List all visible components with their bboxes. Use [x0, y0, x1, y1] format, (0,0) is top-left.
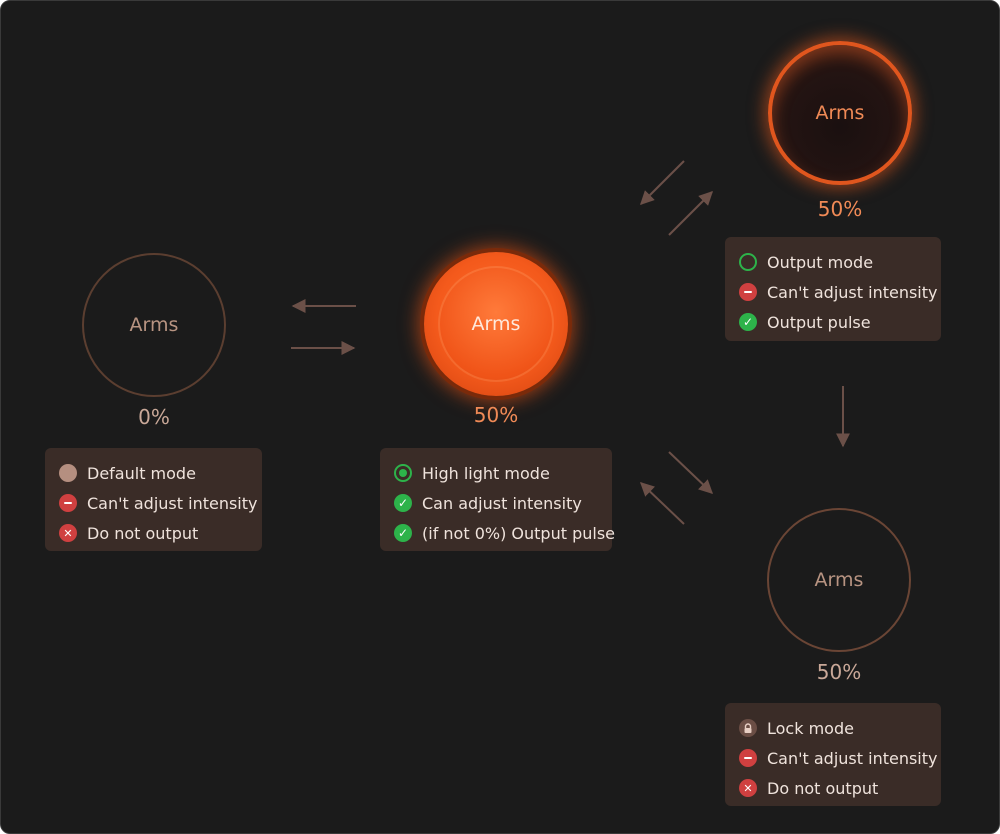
info-row: ✓ (if not 0%) Output pulse: [394, 518, 615, 548]
check-icon: ✓: [739, 313, 757, 331]
arms-label: Arms: [814, 569, 864, 591]
radio-on-icon: [394, 464, 412, 482]
info-text: Default mode: [87, 463, 196, 483]
x-icon: ✕: [739, 779, 757, 797]
ring-icon: [739, 253, 757, 271]
info-row: Can't adjust intensity: [59, 488, 257, 518]
arms-button-lock[interactable]: Arms: [767, 508, 911, 652]
info-row: ✓ Can adjust intensity: [394, 488, 598, 518]
arms-button-output[interactable]: Arms: [768, 41, 912, 185]
minus-icon: [59, 494, 77, 512]
intensity-percent: 50%: [473, 403, 519, 427]
minus-icon: [739, 283, 757, 301]
check-icon: ✓: [394, 494, 412, 512]
info-row: ✓ Output pulse: [739, 307, 927, 337]
info-text: Can't adjust intensity: [767, 282, 938, 302]
info-text: Can't adjust intensity: [87, 493, 258, 513]
info-row: Can't adjust intensity: [739, 743, 937, 773]
arms-label: Arms: [129, 314, 179, 336]
arms-button-default[interactable]: Arms: [82, 253, 226, 397]
arms-label: Arms: [815, 102, 865, 124]
info-text: Lock mode: [767, 718, 854, 738]
info-text: Can't adjust intensity: [767, 748, 938, 768]
info-row: Lock mode: [739, 713, 927, 743]
info-text: Output mode: [767, 252, 874, 272]
info-row: High light mode: [394, 458, 598, 488]
info-row: Default mode: [59, 458, 248, 488]
info-text: Can adjust intensity: [422, 493, 582, 513]
default-mode-info: Default mode Can't adjust intensity ✕ Do…: [45, 448, 262, 551]
info-row: ✕ Do not output: [739, 773, 927, 803]
lock-mode-info: Lock mode Can't adjust intensity ✕ Do no…: [725, 703, 941, 806]
intensity-percent: 50%: [817, 197, 863, 221]
info-text: (if not 0%) Output pulse: [422, 523, 615, 543]
arrow-high-to-lock: [668, 451, 714, 494]
intensity-percent: 50%: [816, 660, 862, 684]
minus-icon: [739, 749, 757, 767]
x-icon: ✕: [59, 524, 77, 542]
high-light-mode-info: High light mode ✓ Can adjust intensity ✓…: [380, 448, 615, 551]
info-row: Can't adjust intensity: [739, 277, 937, 307]
check-icon: ✓: [394, 524, 412, 542]
default-dot-icon: [59, 464, 77, 482]
info-row: Output mode: [739, 247, 927, 277]
intensity-percent: 0%: [138, 405, 170, 429]
info-text: Do not output: [767, 778, 879, 798]
arrow-lock-to-high: [639, 482, 685, 525]
output-mode-info: Output mode Can't adjust intensity ✓ Out…: [725, 237, 941, 341]
info-row: ✕ Do not output: [59, 518, 248, 548]
info-text: High light mode: [422, 463, 550, 483]
arrow-high-to-output: [668, 191, 713, 236]
arrow-output-to-high: [640, 160, 685, 205]
arms-label: Arms: [471, 313, 521, 335]
info-text: Do not output: [87, 523, 199, 543]
lock-icon: [739, 719, 757, 737]
arms-button-high-light[interactable]: Arms: [424, 252, 568, 396]
info-text: Output pulse: [767, 312, 871, 332]
